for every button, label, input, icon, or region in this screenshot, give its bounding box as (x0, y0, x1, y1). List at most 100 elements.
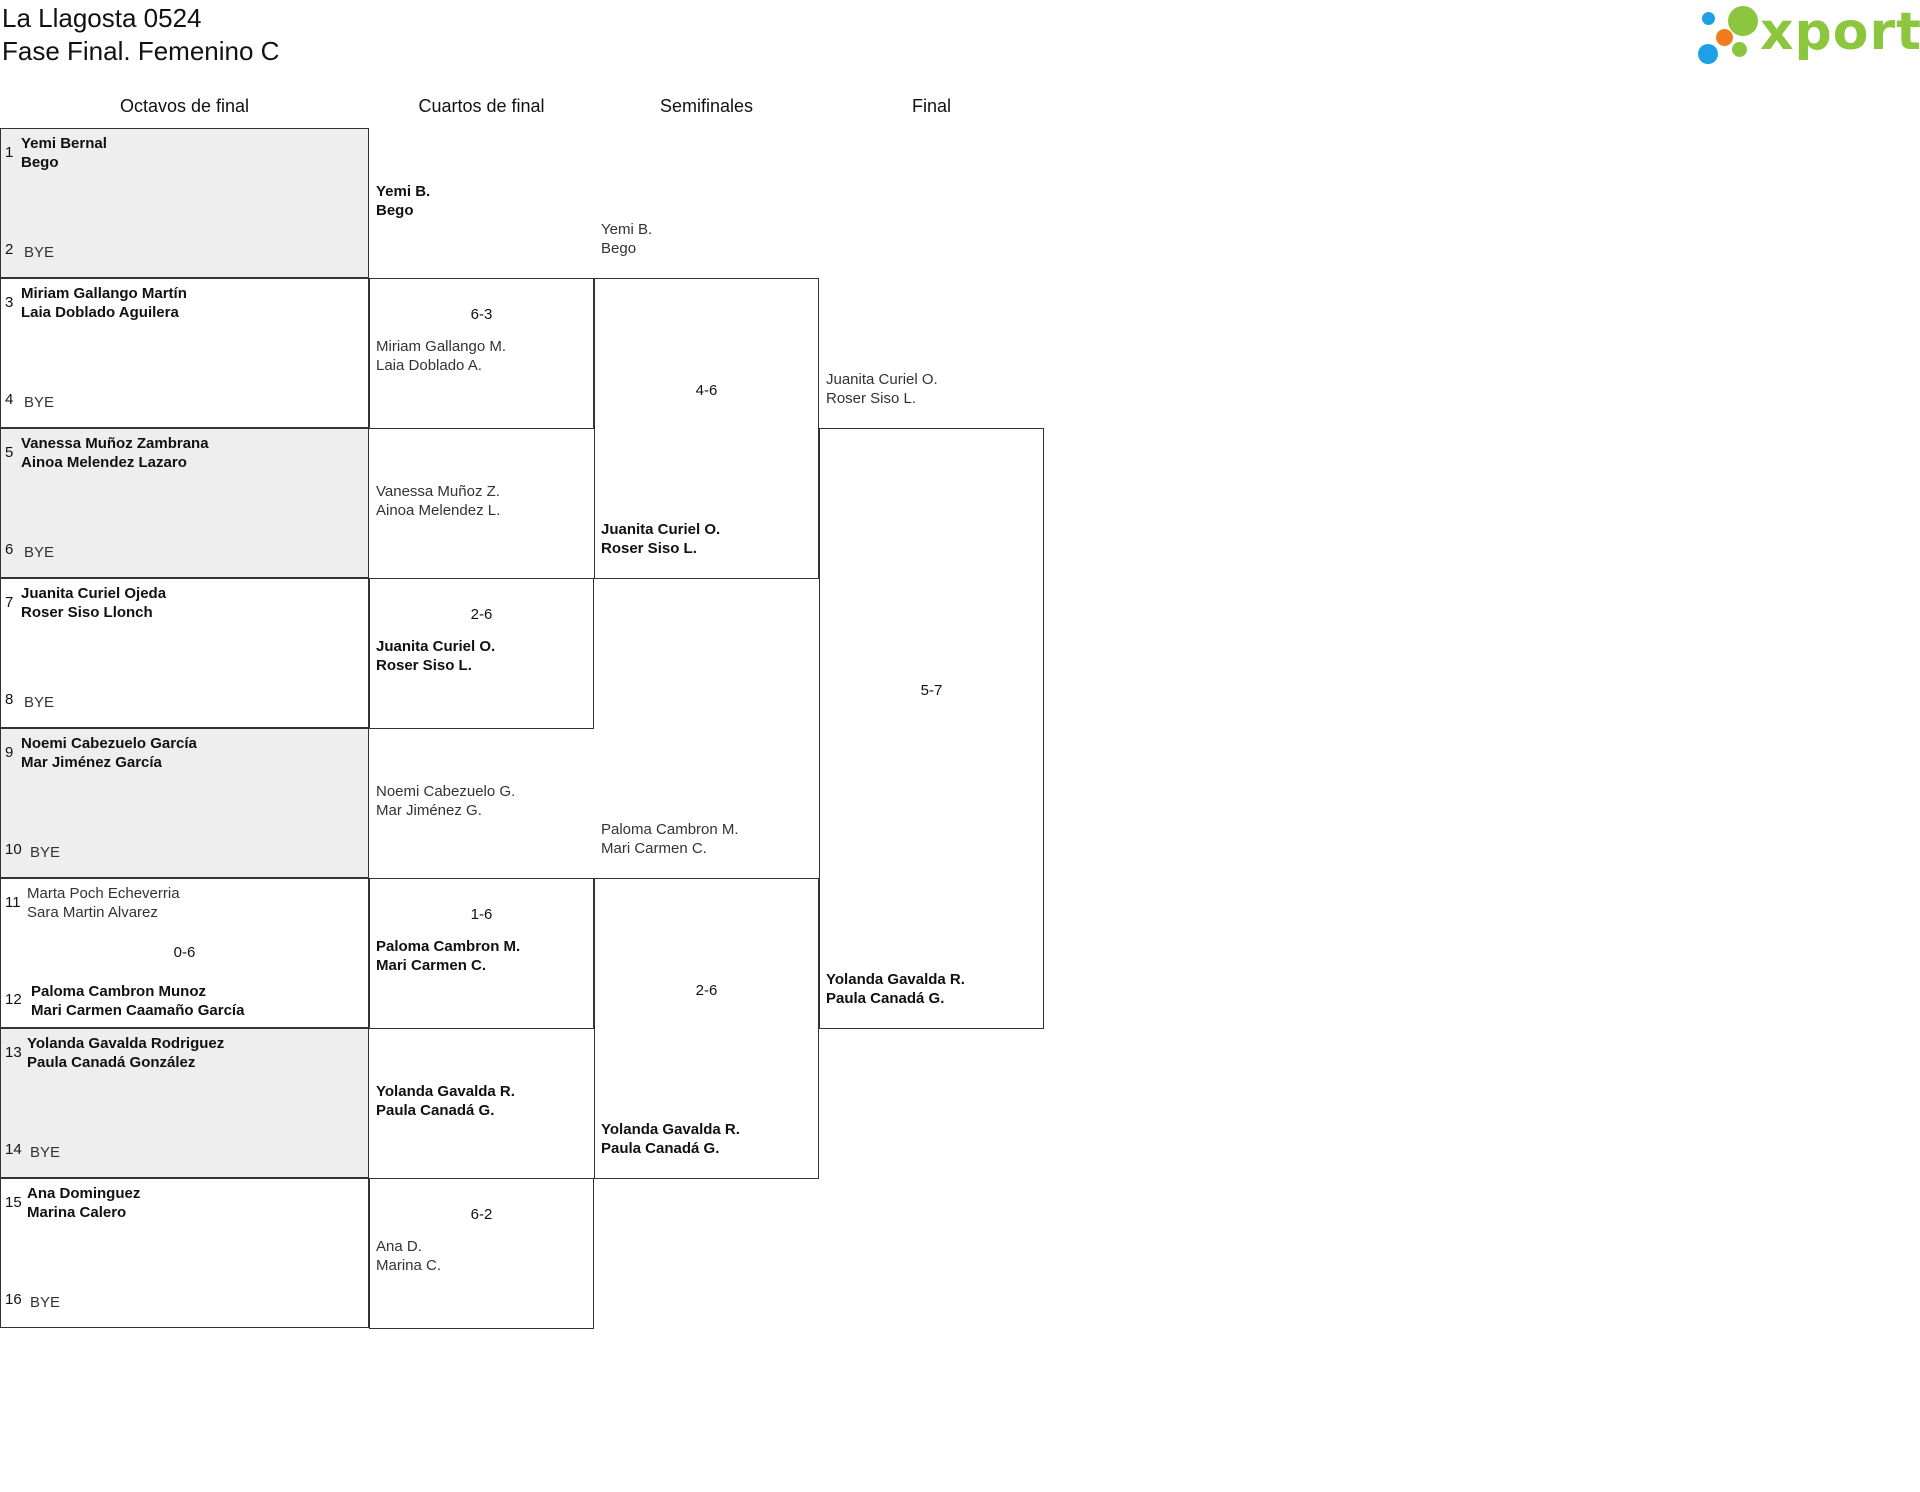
qf-connector (369, 278, 594, 429)
page-subtitle: Fase Final. Femenino C (2, 36, 280, 66)
qf-team-a-player-1: Yemi B. (376, 183, 431, 200)
qf-connector (369, 578, 594, 729)
logo-dot-blue-small (1702, 12, 1715, 25)
r16-team-b-player-1: Paloma Cambron Munoz (31, 983, 207, 1000)
qf-team-b-player-2: Roser Siso L. (376, 657, 472, 674)
seed-number: 1 (5, 144, 14, 161)
r16-team-a-player-2: Mar Jiménez García (21, 754, 162, 771)
bye-label: BYE (30, 844, 61, 861)
seed-number: 7 (5, 594, 14, 611)
r16-team-a-player-1: Vanessa Muñoz Zambrana (21, 435, 209, 452)
r16-team-a-player-2: Paula Canadá González (27, 1054, 196, 1071)
seed-number: 6 (5, 541, 14, 558)
match-score: 6-2 (470, 1206, 493, 1223)
qf-team-b-player-2: Laia Doblado A. (376, 357, 482, 374)
r16-team-a-player-1: Yolanda Gavalda Rodriguez (27, 1035, 225, 1052)
r16-team-a-player-2: Bego (21, 154, 59, 171)
bye-label: BYE (30, 1294, 61, 1311)
sf-team-b-player-2: Paula Canadá G. (601, 1140, 720, 1157)
seed-number: 14 (5, 1141, 22, 1158)
qf-team-a-player-2: Paula Canadá G. (376, 1102, 495, 1119)
match-score: 0-6 (173, 944, 196, 961)
qf-team-b-player-2: Mari Carmen C. (376, 957, 487, 974)
sf-team-a-player-1: Paloma Cambron M. (601, 821, 739, 838)
logo-dot-orange (1716, 29, 1733, 46)
sf-team-b-player-1: Yolanda Gavalda R. (601, 1121, 740, 1138)
final-team-b-player-2: Paula Canadá G. (826, 990, 945, 1007)
qf-team-b-player-1: Ana D. (376, 1238, 422, 1255)
page-title: La Llagosta 0524 (2, 3, 202, 33)
seed-number: 16 (5, 1291, 22, 1308)
seed-number: 10 (5, 841, 22, 858)
seed-number: 8 (5, 691, 14, 708)
r16-team-a-player-1: Noemi Cabezuelo García (21, 735, 197, 752)
match-score: 2-6 (695, 982, 718, 999)
qf-team-a-player-1: Vanessa Muñoz Z. (376, 483, 500, 500)
r16-team-a-player-1: Ana Dominguez (27, 1185, 141, 1202)
r16-match (0, 1028, 369, 1178)
r16-match (0, 428, 369, 578)
r16-match (0, 578, 369, 728)
qf-team-a-player-2: Mar Jiménez G. (376, 802, 482, 819)
bye-label: BYE (24, 394, 55, 411)
round-header-qf: Cuartos de final (418, 96, 545, 116)
sf-team-a-player-1: Yemi B. (601, 221, 653, 238)
logo-text: xporty (1760, 2, 1920, 62)
bye-label: BYE (24, 544, 55, 561)
r16-match (0, 878, 369, 1028)
r16-team-a-player-2: Marina Calero (27, 1204, 127, 1221)
r16-match (0, 278, 369, 428)
seed-number: 12 (5, 991, 22, 1008)
qf-team-b-player-1: Juanita Curiel O. (376, 638, 496, 655)
logo-dot-blue-large (1698, 44, 1718, 64)
r16-team-a-player-2: Ainoa Melendez Lazaro (21, 454, 187, 471)
r16-match (0, 728, 369, 878)
r16-match (0, 1178, 369, 1328)
round-header-sf: Semifinales (659, 96, 754, 116)
final-score: 5-7 (920, 682, 943, 699)
sf-team-b-player-2: Roser Siso L. (601, 540, 697, 557)
seed-number: 4 (5, 391, 14, 408)
match-score: 4-6 (695, 382, 718, 399)
r16-team-a-player-2: Laia Doblado Aguilera (21, 304, 179, 321)
match-score: 6-3 (470, 306, 493, 323)
qf-connector (369, 1178, 594, 1329)
match-score: 1-6 (470, 906, 493, 923)
r16-team-b-player-2: Mari Carmen Caamaño García (31, 1002, 245, 1019)
r16-team-a-player-2: Sara Martin Alvarez (27, 904, 158, 921)
seed-number: 11 (5, 894, 21, 911)
r16-team-a-player-1: Marta Poch Echeverria (27, 885, 180, 902)
seed-number: 2 (5, 241, 14, 258)
bye-label: BYE (24, 244, 55, 261)
qf-team-a-player-2: Bego (376, 202, 414, 219)
bye-label: BYE (24, 694, 55, 711)
final-connector (819, 428, 1044, 1029)
qf-team-a-player-2: Ainoa Melendez L. (376, 502, 501, 519)
seed-number: 13 (5, 1044, 22, 1061)
qf-team-a-player-1: Noemi Cabezuelo G. (376, 783, 516, 800)
r16-team-a-player-1: Yemi Bernal (21, 135, 107, 152)
qf-team-b-player-1: Paloma Cambron M. (376, 938, 521, 955)
sf-team-a-player-2: Mari Carmen C. (601, 840, 707, 857)
sf-team-a-player-2: Bego (601, 240, 637, 257)
seed-number: 3 (5, 294, 14, 311)
sf-connector (594, 878, 819, 1179)
seed-number: 9 (5, 744, 14, 761)
r16-team-a-player-1: Juanita Curiel Ojeda (21, 585, 167, 602)
round-header-final: Final (911, 96, 951, 116)
seed-number: 15 (5, 1194, 22, 1211)
logo-dot-green-large (1728, 6, 1758, 36)
xporty-logo: xporty (1690, 2, 1920, 68)
qf-team-b-player-1: Miriam Gallango M. (376, 338, 507, 355)
bye-label: BYE (30, 1144, 61, 1161)
final-team-b-player-1: Yolanda Gavalda R. (826, 971, 965, 988)
match-score: 2-6 (470, 606, 493, 623)
r16-team-a-player-2: Roser Siso Llonch (21, 604, 153, 621)
qf-connector (369, 878, 594, 1029)
final-team-a-player-1: Juanita Curiel O. (826, 371, 938, 388)
r16-team-a-player-1: Miriam Gallango Martín (21, 285, 187, 302)
qf-team-a-player-1: Yolanda Gavalda R. (376, 1083, 515, 1100)
sf-team-b-player-1: Juanita Curiel O. (601, 521, 721, 538)
sf-connector (594, 278, 819, 579)
seed-number: 5 (5, 444, 14, 461)
